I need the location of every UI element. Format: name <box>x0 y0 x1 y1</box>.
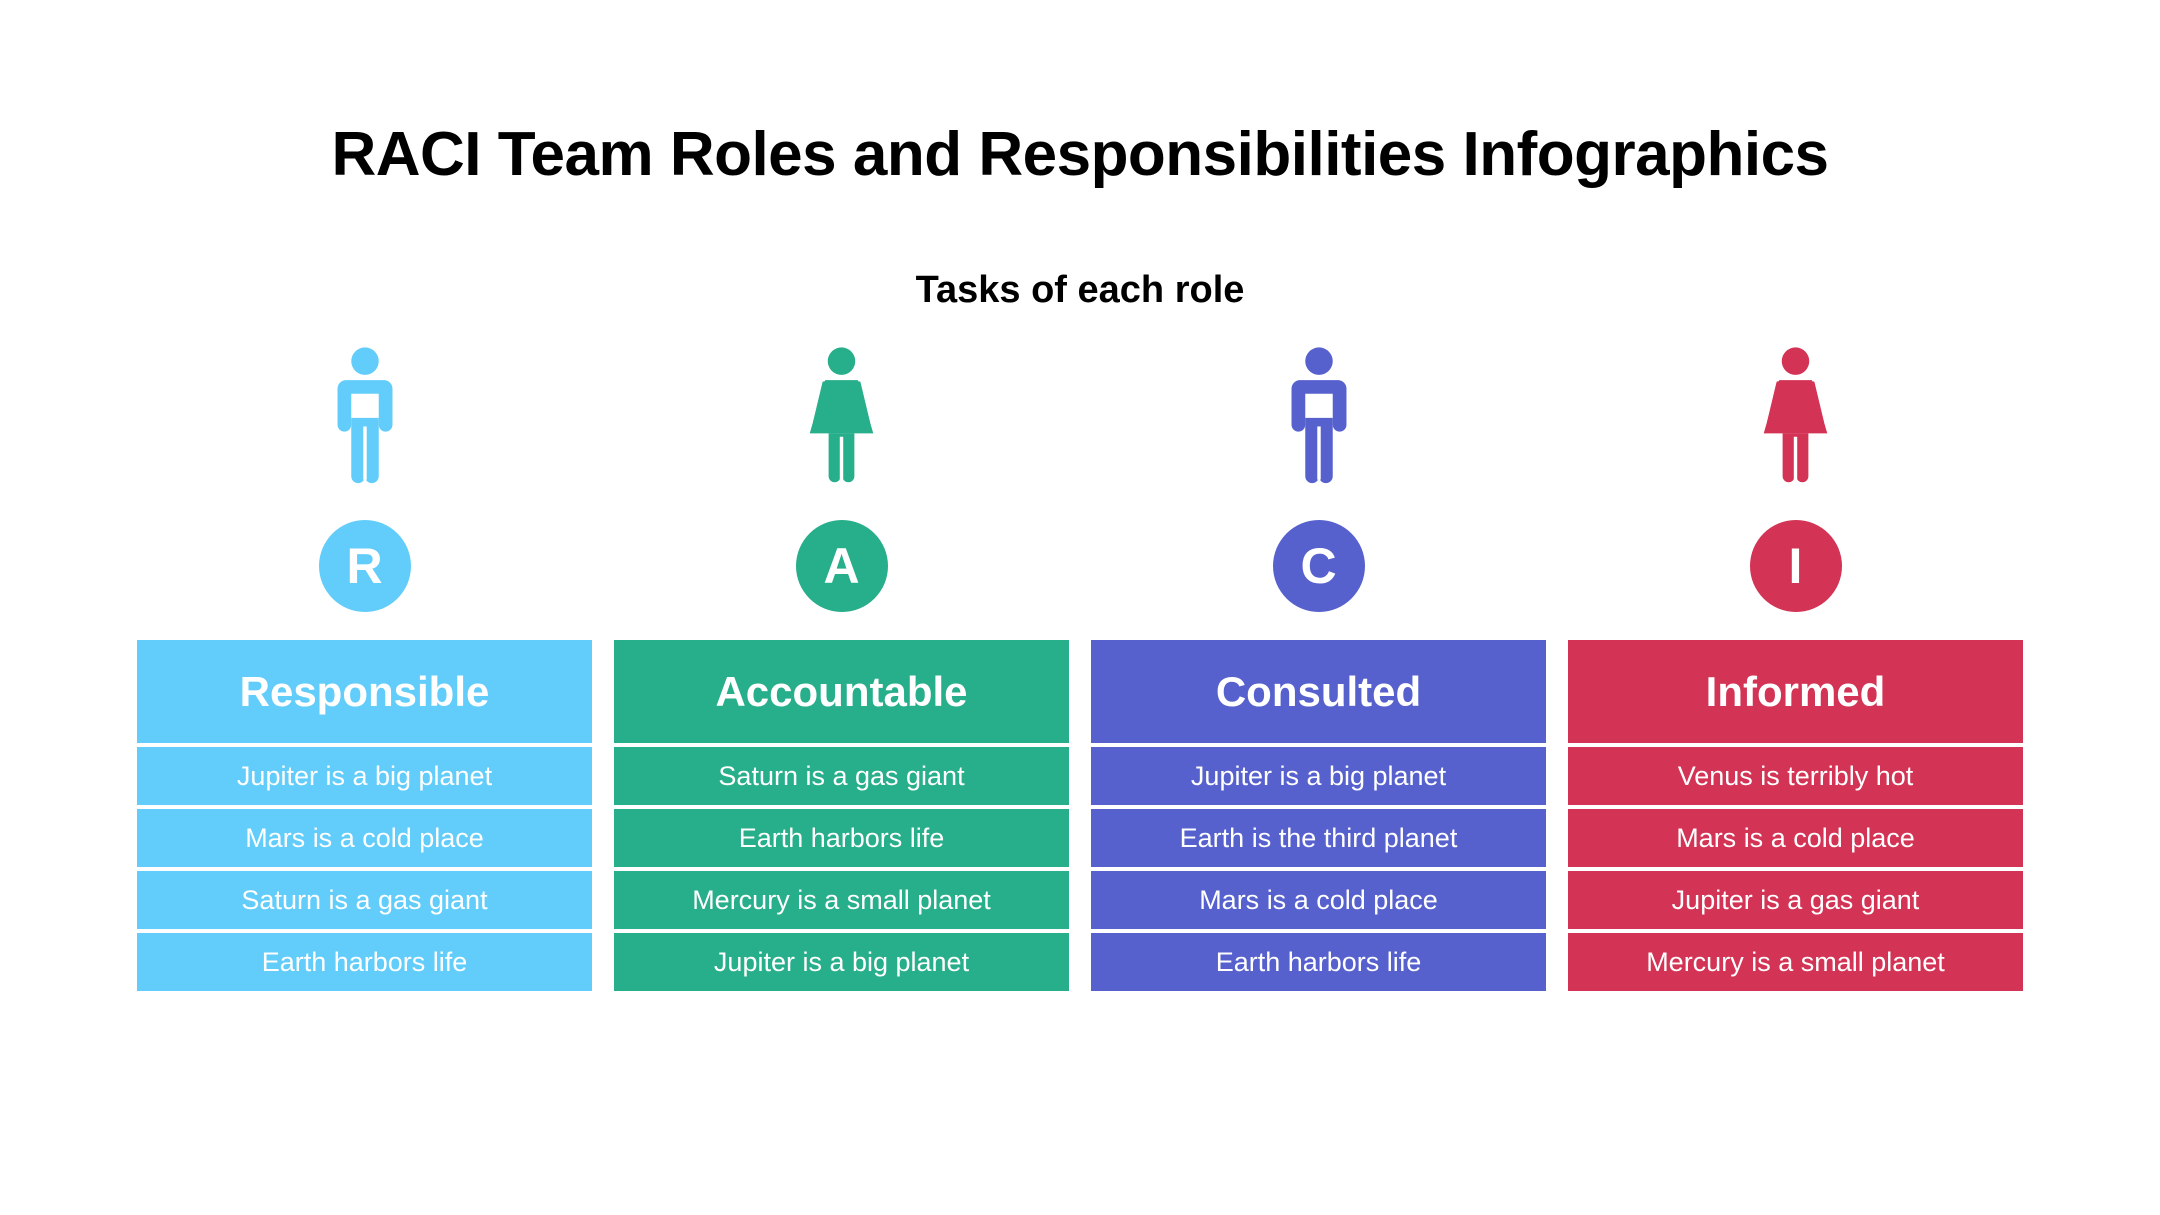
task-row: Earth harbors life <box>614 809 1069 867</box>
task-row: Jupiter is a big planet <box>137 747 592 805</box>
task-row: Mars is a cold place <box>137 809 592 867</box>
task-row: Jupiter is a big planet <box>614 933 1069 991</box>
person-male-icon <box>337 347 392 484</box>
person-figure-a <box>794 340 889 490</box>
task-row: Venus is terribly hot <box>1568 747 2023 805</box>
role-badge-i: I <box>1749 520 1842 612</box>
task-row: Saturn is a gas giant <box>137 871 592 929</box>
task-row: Jupiter is a gas giant <box>1568 871 2023 929</box>
role-header-i: Informed <box>1568 640 2023 743</box>
role-badge-a: A <box>795 520 888 612</box>
task-row: Mars is a cold place <box>1091 871 1546 929</box>
person-figure-i <box>1748 340 1843 490</box>
task-row: Mercury is a small planet <box>614 871 1069 929</box>
person-figure-c <box>1276 340 1362 490</box>
role-badge-c: C <box>1272 520 1365 612</box>
task-row: Earth harbors life <box>1091 933 1546 991</box>
task-row: Mars is a cold place <box>1568 809 2023 867</box>
page-title: RACI Team Roles and Responsibilities Inf… <box>331 120 1829 189</box>
person-female-icon <box>809 347 874 483</box>
role-badge-r: R <box>318 520 411 612</box>
task-row: Earth harbors life <box>137 933 592 991</box>
role-header-a: Accountable <box>614 640 1069 743</box>
task-row: Jupiter is a big planet <box>1091 747 1546 805</box>
person-male-icon <box>1291 347 1346 484</box>
person-female-icon <box>1763 347 1828 483</box>
task-row: Saturn is a gas giant <box>614 747 1069 805</box>
task-row: Mercury is a small planet <box>1568 933 2023 991</box>
role-header-r: Responsible <box>137 640 592 743</box>
task-row: Earth is the third planet <box>1091 809 1546 867</box>
page-subtitle: Tasks of each role <box>915 269 1245 311</box>
role-header-c: Consulted <box>1091 640 1546 743</box>
person-figure-r <box>322 340 408 490</box>
